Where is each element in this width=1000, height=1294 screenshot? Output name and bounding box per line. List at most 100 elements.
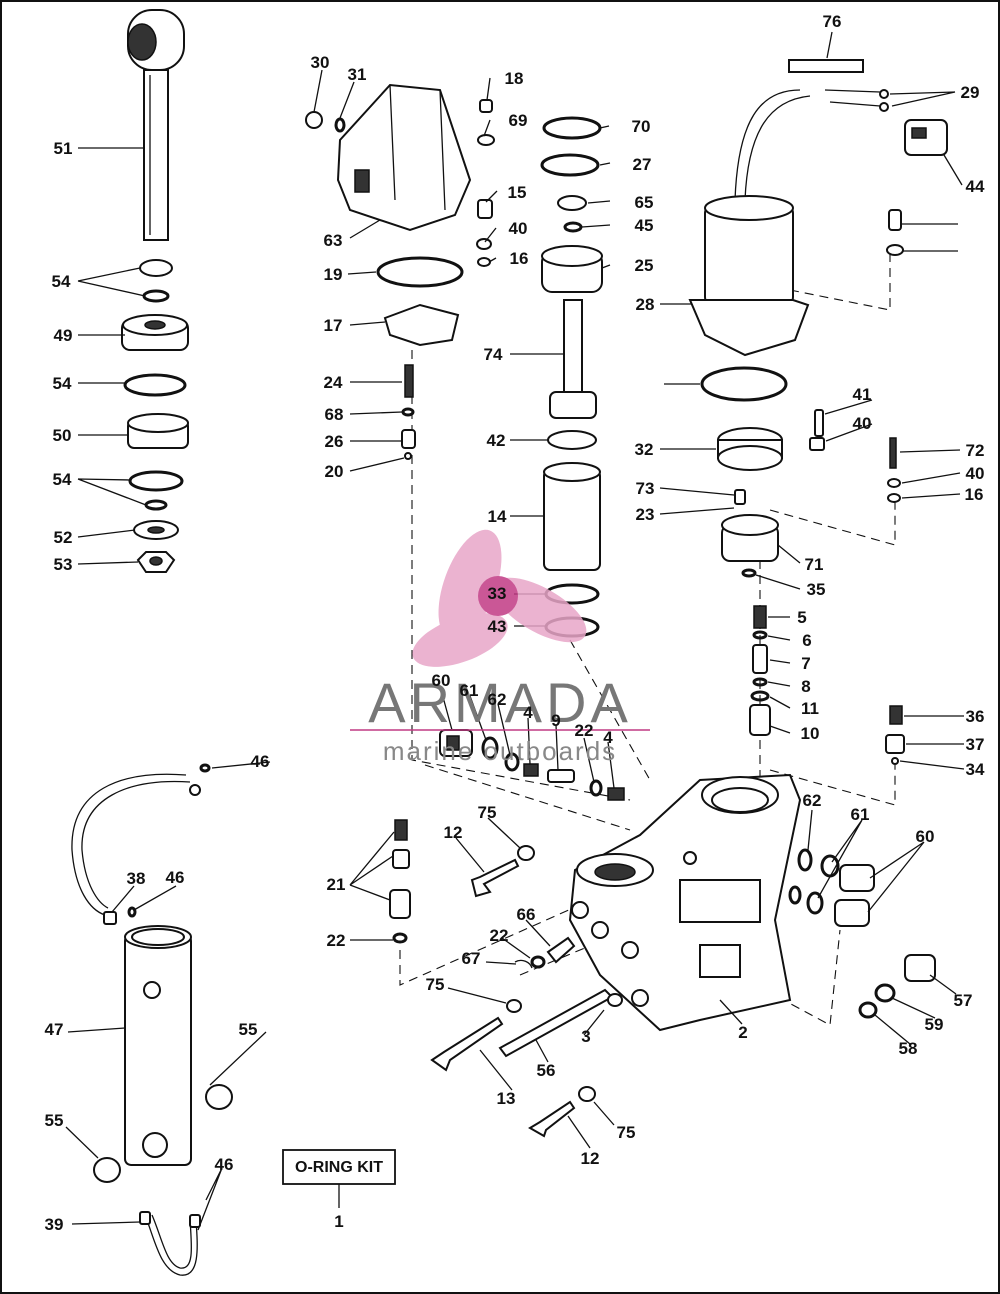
callout-25: 25 — [635, 256, 654, 275]
leader-lines — [65, 31, 965, 1231]
callout-55-a: 55 — [239, 1020, 258, 1039]
callout-34: 34 — [966, 760, 985, 779]
right-side-fittings — [788, 848, 875, 927]
callout-65: 65 — [635, 193, 654, 212]
callout-11: 11 — [801, 699, 819, 718]
callout-61-b: 61 — [851, 805, 870, 824]
callout-51: 51 — [54, 139, 73, 158]
part-stack-left — [121, 259, 189, 573]
callout-60-a: 60 — [432, 671, 451, 690]
callout-54-b: 54 — [53, 374, 72, 393]
callout-75-c: 75 — [617, 1123, 636, 1142]
callout-76: 76 — [823, 12, 842, 31]
callout-54-a: 54 — [52, 272, 71, 291]
callout-14: 14 — [488, 507, 507, 526]
callout-47: 47 — [45, 1020, 64, 1039]
part-63-reservoir-cover — [305, 83, 472, 232]
callout-28: 28 — [636, 295, 655, 314]
callout-4-a: 4 — [523, 703, 533, 722]
callout-66: 66 — [517, 905, 536, 924]
callout-46-a: 46 — [251, 752, 270, 771]
callout-32: 32 — [635, 440, 654, 459]
part-76-sleeve — [788, 59, 864, 73]
callout-45: 45 — [635, 216, 654, 235]
callout-62-a: 62 — [488, 690, 507, 709]
callout-1: 1 — [334, 1212, 343, 1231]
callout-68: 68 — [325, 405, 344, 424]
callout-35: 35 — [807, 580, 826, 599]
callout-8: 8 — [801, 677, 810, 696]
callout-62-b: 62 — [803, 791, 822, 810]
callout-21: 21 — [327, 875, 346, 894]
watermark-logo — [412, 529, 587, 667]
part-39-tubing — [139, 1211, 201, 1276]
callout-22-c: 22 — [490, 926, 509, 945]
callout-16-b: 16 — [965, 485, 984, 504]
parts-41-40-72-16 — [809, 409, 901, 503]
callout-63: 63 — [324, 231, 343, 250]
callout-52: 52 — [54, 528, 73, 547]
callout-40-c: 40 — [966, 464, 985, 483]
callout-71: 71 — [805, 555, 824, 574]
callout-59: 59 — [925, 1015, 944, 1034]
part-51-piston-rod — [127, 9, 185, 241]
bolts-and-pins — [389, 819, 623, 1138]
callout-39: 39 — [45, 1215, 64, 1234]
callout-18-a: 18 — [505, 69, 524, 88]
callout-29: 29 — [961, 83, 980, 102]
callout-46-b: 46 — [166, 868, 185, 887]
callout-7: 7 — [801, 654, 810, 673]
callout-15: 15 — [508, 183, 527, 202]
watermark-brand: ARMADA — [368, 671, 632, 734]
part-71-valve-block — [721, 489, 779, 578]
callout-58: 58 — [899, 1039, 918, 1058]
oring-kit-label: O-RING KIT — [295, 1159, 383, 1176]
fitting-57-58-59 — [858, 954, 936, 1019]
callout-17: 17 — [324, 316, 343, 335]
part-55-bushings — [93, 1084, 233, 1183]
callout-24: 24 — [324, 373, 343, 392]
callout-3: 3 — [581, 1027, 590, 1046]
callout-13: 13 — [497, 1089, 516, 1108]
callout-31: 31 — [348, 65, 367, 84]
callout-10: 10 — [801, 724, 820, 743]
parts-36-37-34 — [885, 705, 905, 765]
callout-67: 67 — [462, 949, 481, 968]
callout-27: 27 — [633, 155, 652, 174]
callout-69-a: 69 — [509, 111, 528, 130]
part-19-oring-top — [376, 256, 464, 288]
callout-12-b: 12 — [581, 1149, 600, 1168]
callout-54-c: 54 — [53, 470, 72, 489]
part-28-motor — [688, 89, 811, 357]
center-column-parts — [540, 116, 603, 638]
part-47-tilt-cylinder — [124, 925, 192, 1166]
left-valve-row — [439, 729, 625, 801]
callout-75-a: 75 — [478, 803, 497, 822]
callout-30: 30 — [311, 53, 330, 72]
callout-22-a: 22 — [575, 721, 594, 740]
callout-40-a: 40 — [509, 219, 528, 238]
callout-41: 41 — [853, 385, 872, 404]
part-29-terminals — [824, 89, 889, 112]
callout-70: 70 — [632, 117, 651, 136]
part-2-manifold-housing — [568, 773, 802, 1032]
callout-50: 50 — [53, 426, 72, 445]
callout-22-b: 22 — [327, 931, 346, 950]
callout-12-a: 12 — [444, 823, 463, 842]
callout-16-a: 16 — [510, 249, 529, 268]
callout-23: 23 — [636, 505, 655, 524]
part-17-plate — [383, 303, 460, 347]
callout-37: 37 — [966, 735, 985, 754]
watermark-tagline: marine outboards — [383, 736, 617, 766]
callout-49: 49 — [54, 326, 73, 345]
part-46-38-tubing — [71, 763, 211, 925]
callout-56: 56 — [537, 1061, 556, 1080]
oring-kit-box — [282, 1149, 396, 1208]
callout-19-a: 19 — [324, 265, 343, 284]
callout-4-b: 4 — [603, 728, 613, 747]
callout-73: 73 — [636, 479, 655, 498]
callout-46-c: 46 — [215, 1155, 234, 1174]
callout-2: 2 — [738, 1023, 747, 1042]
callout-6: 6 — [802, 631, 811, 650]
